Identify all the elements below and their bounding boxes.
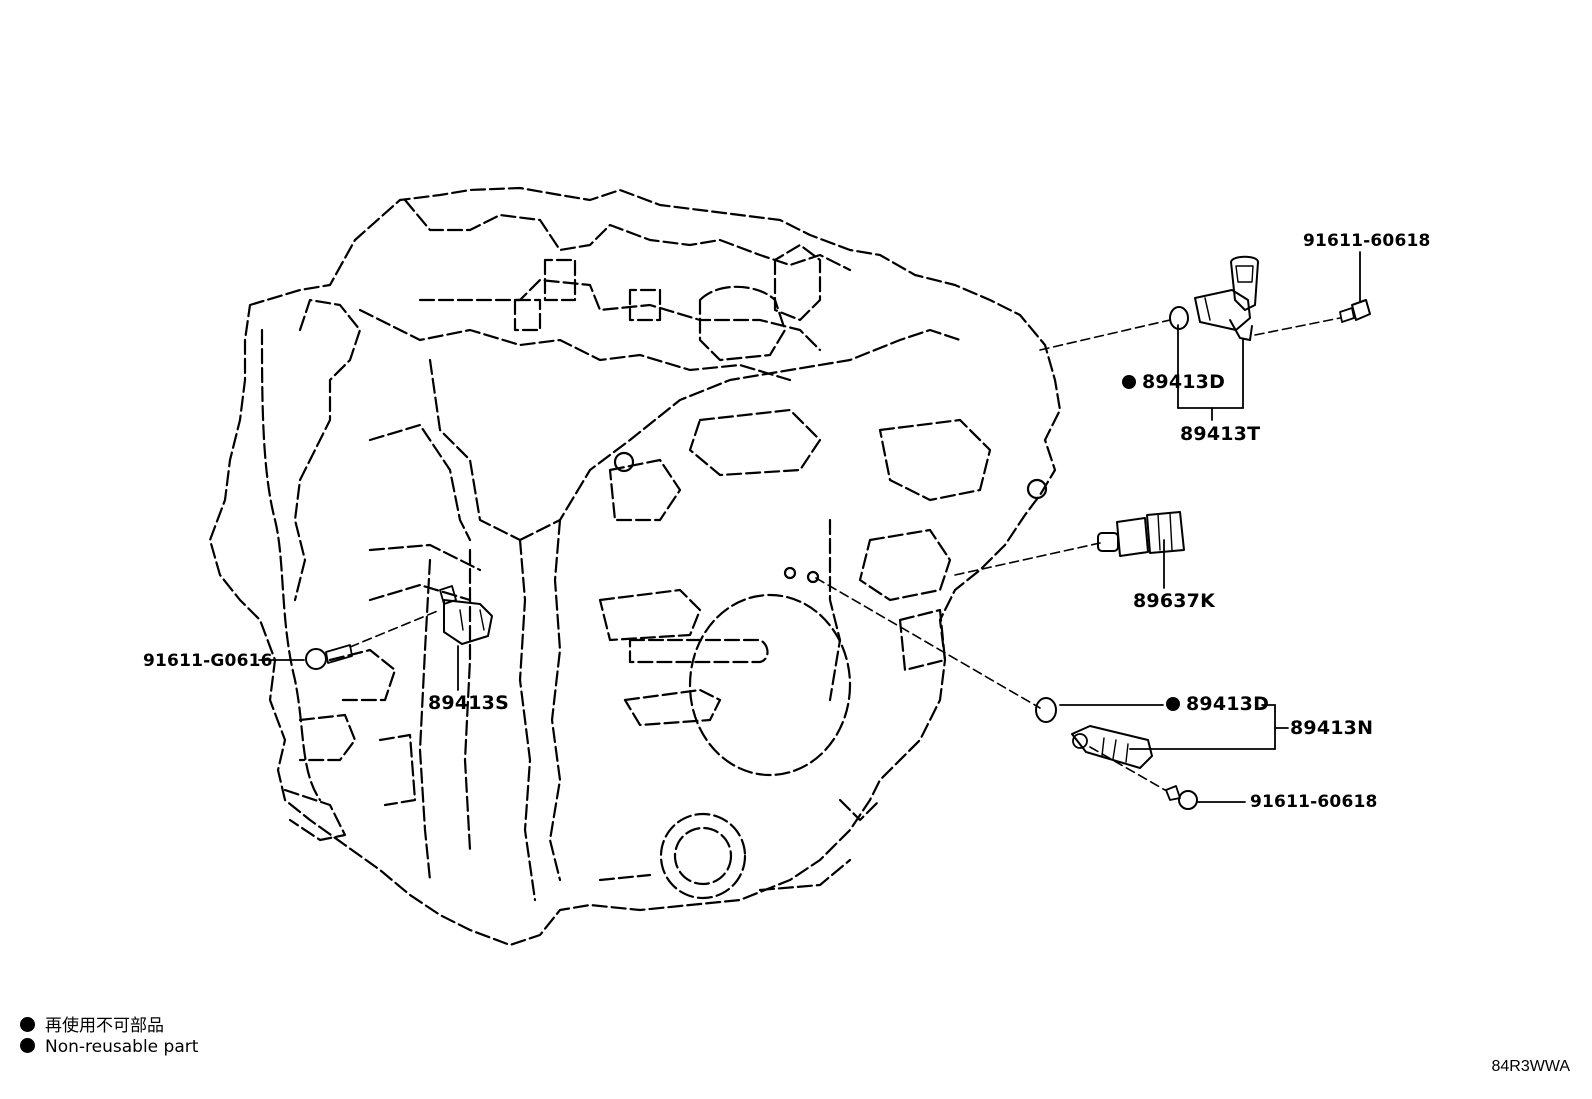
housing-boss: [613, 451, 635, 473]
non-reusable-dot-icon: [1122, 375, 1136, 389]
bolt-left: [305, 644, 353, 670]
part-label-pressure-switch[interactable]: 89637K: [1133, 590, 1216, 612]
legend-text-jp: 再使用不可部品: [45, 1016, 164, 1036]
bolt-lower: [1165, 785, 1198, 810]
legend-row-english: Non-reusable part: [20, 1037, 198, 1057]
callout-brackets: [258, 251, 1361, 803]
pressure-switch: [1097, 511, 1185, 557]
part-label-sensor-left[interactable]: 89413S: [428, 692, 509, 714]
part-label-bolt-top[interactable]: 91611-60618: [1303, 231, 1431, 251]
legend-text-en: Non-reusable part: [45, 1037, 199, 1057]
part-label-o-ring-lower[interactable]: 89413D: [1166, 693, 1269, 715]
part-label-sensor-lower[interactable]: 89413N: [1290, 717, 1374, 739]
housing-boss: [1026, 478, 1048, 500]
part-label-sensor-top[interactable]: 89413T: [1180, 423, 1261, 445]
o-ring-lower: [1035, 697, 1057, 723]
part-label-o-ring-top[interactable]: 89413D: [1122, 371, 1225, 393]
speed-sensor-top: [1194, 255, 1259, 341]
diagram-code: 84R3WWA: [1491, 1058, 1570, 1075]
part-label-bolt-lower[interactable]: 91611-60618: [1250, 792, 1378, 812]
bore-hole: [783, 566, 797, 580]
part-label-bolt-left[interactable]: 91611-G0616: [143, 651, 273, 671]
speed-sensor-left: [439, 585, 493, 645]
part-number: 89413D: [1142, 371, 1226, 393]
non-reusable-dot-icon: [1166, 697, 1180, 711]
speed-sensor-lower: [1071, 725, 1153, 769]
non-reusable-dot-icon: [20, 1038, 35, 1053]
legend-row-japanese: 再使用不可部品: [20, 1011, 164, 1036]
bolt-top: [1339, 299, 1371, 323]
bore-hole: [806, 570, 820, 584]
part-number: 89413D: [1186, 693, 1270, 715]
transmission-housing: [208, 186, 1062, 947]
non-reusable-dot-icon: [20, 1017, 35, 1032]
o-ring-top: [1169, 306, 1189, 330]
